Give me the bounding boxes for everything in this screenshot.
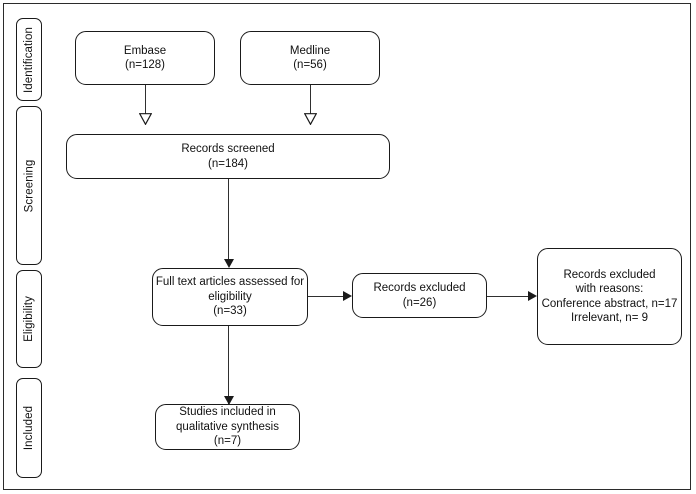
arrowhead-solid-reasons-icon bbox=[528, 291, 537, 301]
arrowhead-solid-fulltext-icon bbox=[224, 259, 234, 268]
node-records-excluded-with-reasons: Records excluded with reasons: Conference … bbox=[537, 248, 682, 345]
node-embase: Embase (n=128) bbox=[75, 31, 215, 85]
node-full-text-assessed-line3: (n=33) bbox=[213, 305, 247, 318]
node-records-screened-line2: (n=184) bbox=[208, 157, 248, 170]
node-records-screened: Records screened (n=184) bbox=[66, 134, 390, 179]
stage-label-included: Included bbox=[23, 405, 35, 451]
stage-bar-included: Included bbox=[16, 378, 42, 478]
arrowhead-solid-included-icon bbox=[224, 396, 234, 405]
node-studies-included-line3: (n=7) bbox=[213, 435, 242, 448]
arrowhead-hollow-medline-icon bbox=[304, 113, 317, 125]
arrowhead-solid-excluded-icon bbox=[343, 291, 352, 301]
node-embase-line2: (n=128) bbox=[125, 59, 165, 71]
arrowhead-hollow-embase-icon bbox=[139, 113, 152, 125]
node-medline: Medline (n=56) bbox=[240, 31, 380, 85]
node-studies-included-line2: qualitative synthesis bbox=[176, 420, 279, 433]
stage-label-eligibility: Eligibility bbox=[23, 296, 35, 342]
node-excluded-reasons-text: Records excluded with reasons: Conference … bbox=[538, 268, 681, 326]
stage-bar-eligibility: Eligibility bbox=[16, 270, 42, 368]
connector-screened-to-fulltext bbox=[228, 178, 229, 261]
connector-medline-to-screened bbox=[310, 85, 311, 115]
stage-label-identification: Identification bbox=[23, 26, 36, 93]
node-records-excluded-text: Records excluded (n=26) bbox=[373, 281, 465, 310]
stage-bar-identification: Identification bbox=[16, 18, 42, 101]
node-embase-text: Embase (n=128) bbox=[124, 44, 166, 73]
connector-excluded-to-reasons bbox=[487, 296, 530, 297]
node-excluded-reasons-line4: Irrelevant, n= 9 bbox=[570, 312, 649, 324]
node-medline-line2: (n=56) bbox=[293, 59, 327, 71]
connector-fulltext-to-excluded bbox=[308, 296, 346, 297]
stage-label-screening: Screening bbox=[23, 159, 35, 212]
node-records-excluded-line2: (n=26) bbox=[402, 296, 437, 309]
node-records-screened-text: Records screened (n=184) bbox=[181, 142, 274, 171]
node-embase-line1: Embase bbox=[123, 44, 167, 57]
node-full-text-assessed-line2: eligibility bbox=[208, 290, 252, 303]
node-studies-included-line1: Studies included in bbox=[179, 406, 276, 419]
node-records-excluded-line1: Records excluded bbox=[373, 282, 466, 294]
connector-fulltext-to-included bbox=[228, 326, 229, 404]
connector-embase-to-screened bbox=[145, 85, 146, 115]
node-records-screened-line1: Records screened bbox=[181, 143, 275, 155]
node-full-text-assessed-line1: Full text articles assessed for bbox=[155, 276, 305, 289]
node-excluded-reasons-line3: Conference abstract, n=17 bbox=[541, 297, 678, 310]
node-excluded-reasons-line2: with reasons: bbox=[575, 283, 644, 295]
node-records-excluded: Records excluded (n=26) bbox=[352, 273, 487, 318]
stage-bar-screening: Screening bbox=[16, 106, 42, 265]
node-excluded-reasons-line1: Records excluded bbox=[563, 268, 656, 281]
node-medline-line1: Medline bbox=[289, 44, 331, 57]
node-medline-text: Medline (n=56) bbox=[290, 44, 330, 73]
